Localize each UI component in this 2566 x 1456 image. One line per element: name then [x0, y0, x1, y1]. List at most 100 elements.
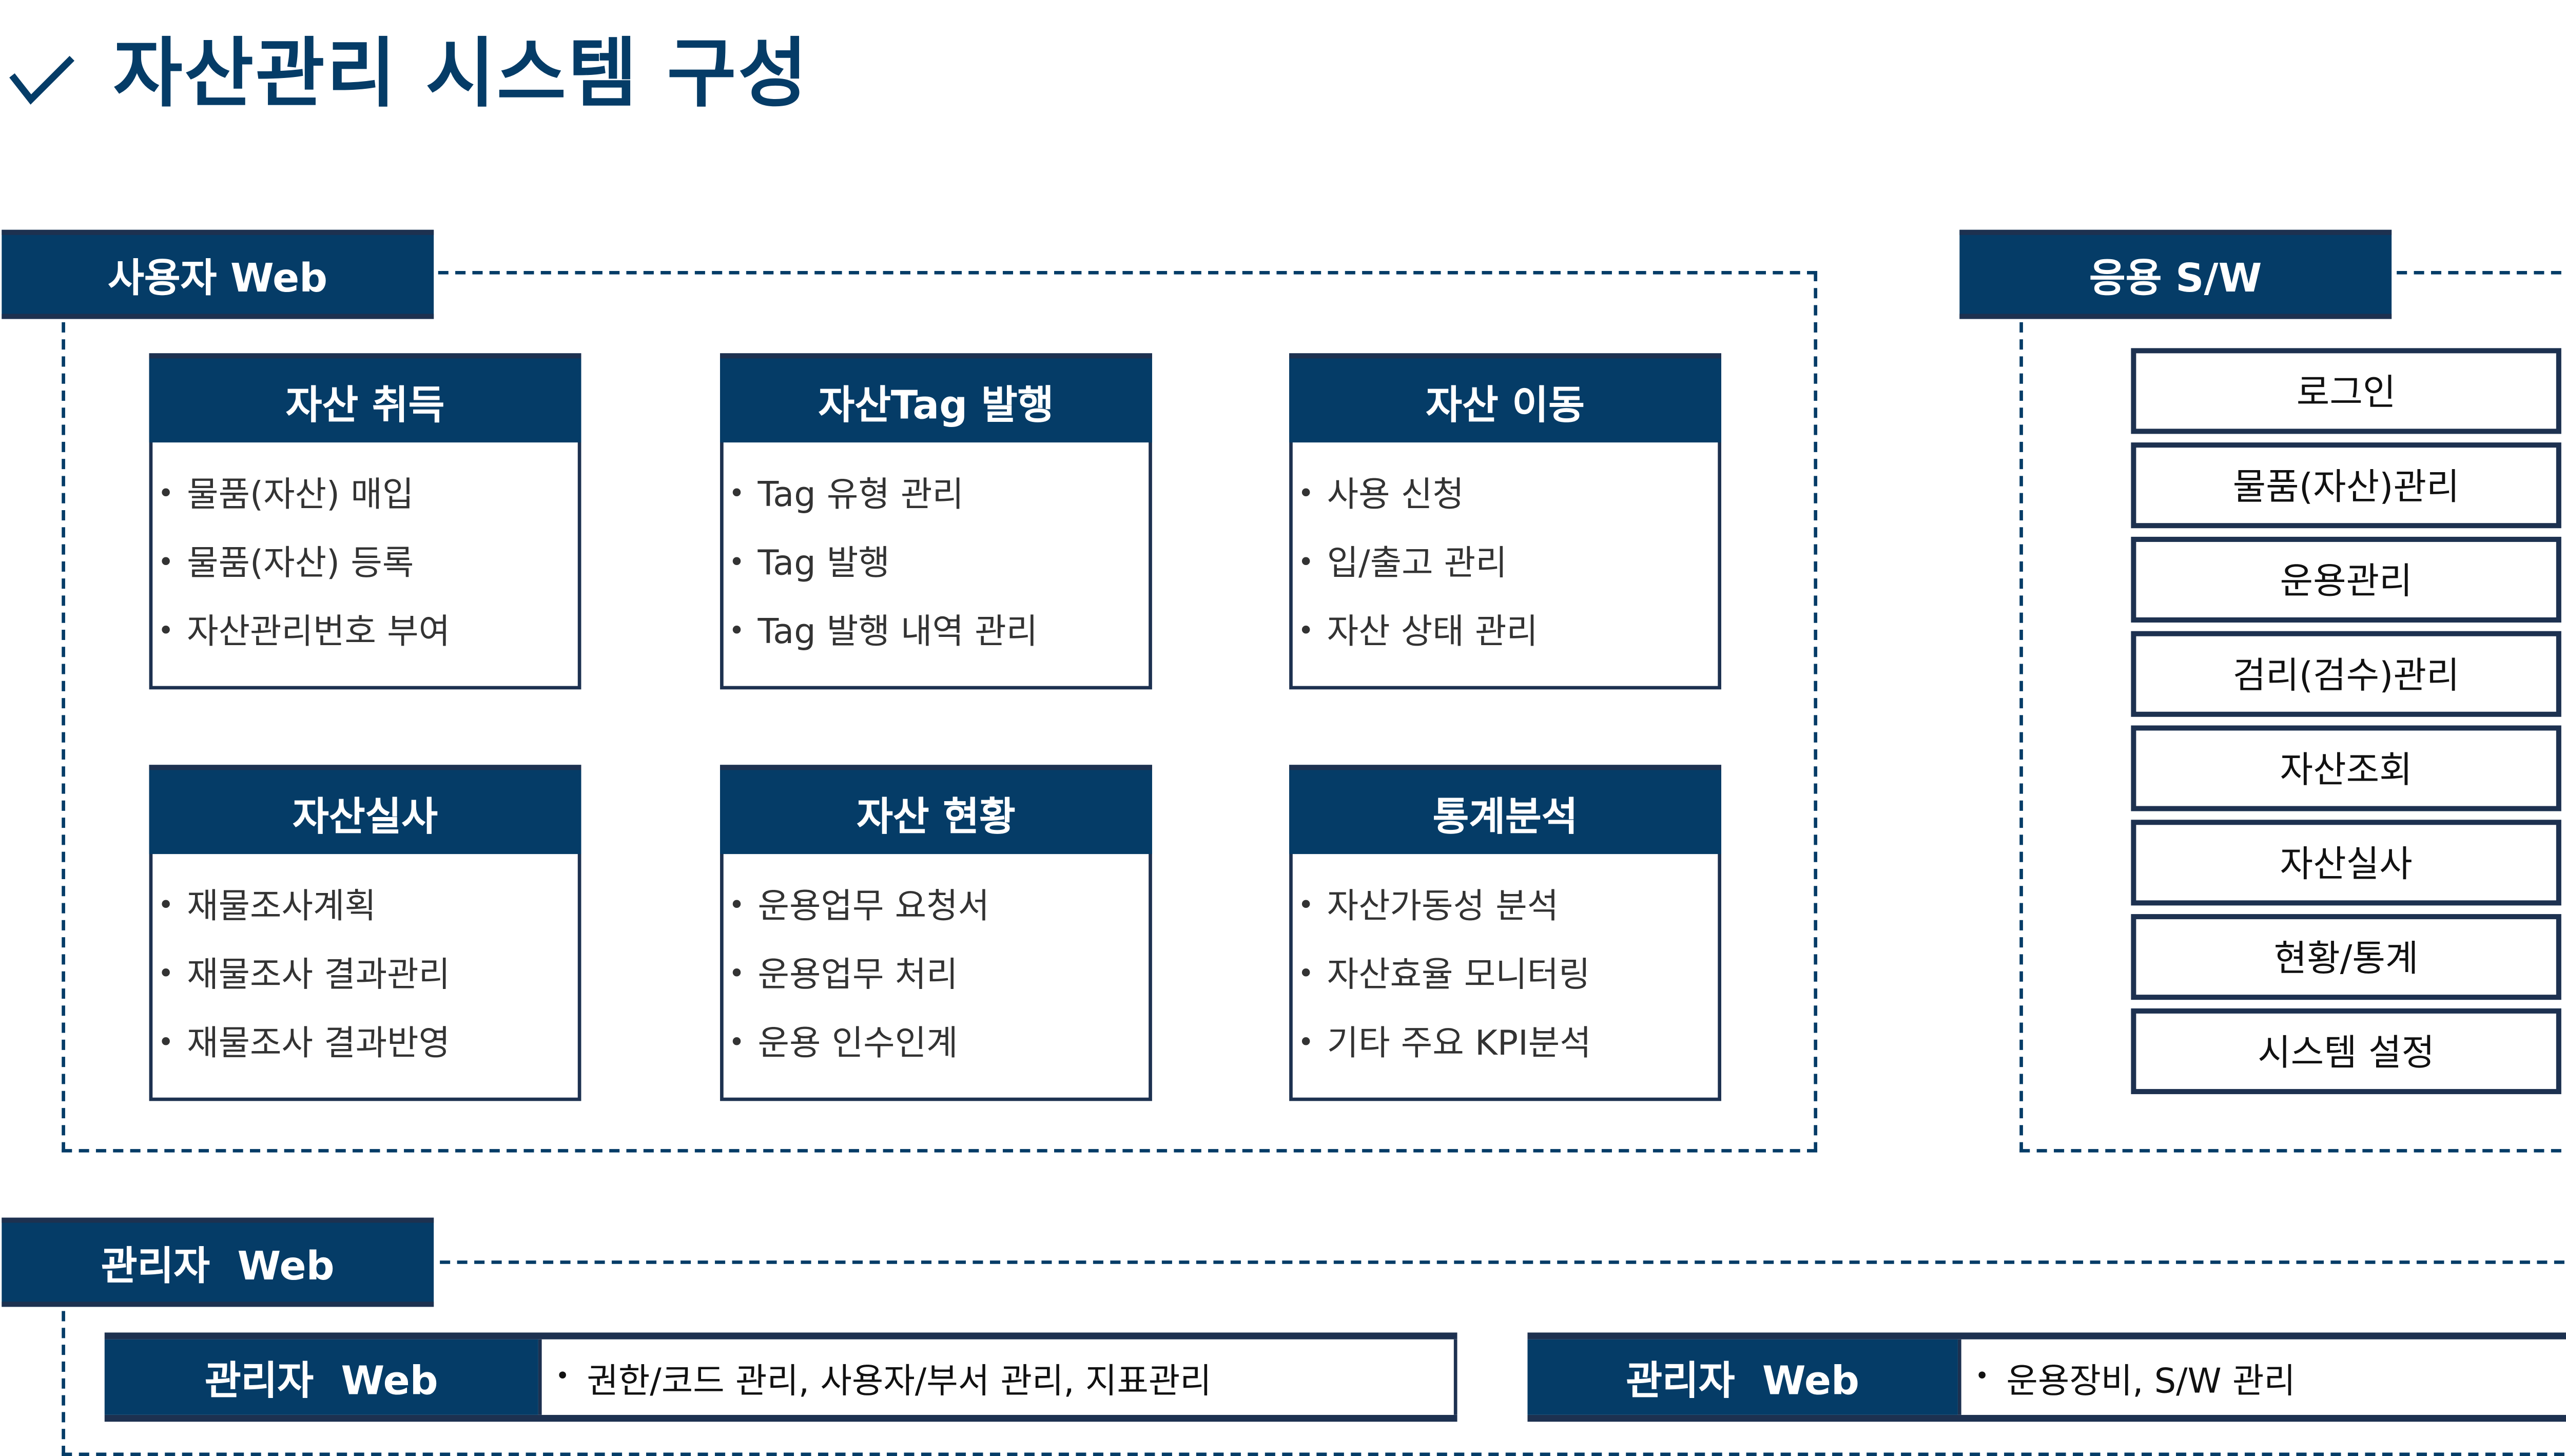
bullet-icon: • — [158, 888, 174, 921]
sw-menu-asset-inquiry[interactable]: 자산조회 — [2131, 725, 2561, 811]
list-item: • 물품(자산) 등록 — [152, 528, 577, 597]
checkmark-icon — [9, 55, 75, 105]
bullet-icon: • — [158, 545, 174, 578]
list-item: • 재물조사계획 — [152, 871, 577, 940]
module-card-title: 자산실사 — [149, 765, 581, 855]
sw-menu-inspection-management[interactable]: 검리(검수)관리 — [2131, 631, 2561, 717]
bullet-icon: • — [1297, 957, 1314, 990]
list-item: • 기타 주요 KPI분석 — [1293, 1008, 1718, 1077]
bullet-icon: • — [728, 957, 745, 990]
bullet-icon: • — [728, 888, 745, 921]
sw-menu-label: 검리(검수)관리 — [2232, 655, 2460, 696]
module-card-title: 자산 이동 — [1289, 353, 1721, 443]
list-item: • 운용업무 요청서 — [724, 871, 1149, 940]
sw-menu-login[interactable]: 로그인 — [2131, 348, 2561, 434]
admin-row-label: 관리자 Web — [104, 1339, 538, 1415]
module-card-items: • 물품(자산) 매입 • 물품(자산) 등록 • 자산관리번호 부여 — [152, 460, 577, 666]
list-item: • 재물조사 결과관리 — [152, 940, 577, 1008]
module-card-statistics[interactable]: 통계분석 •자산가동성 분석 • 자산효율 모니터링 • 기타 주요 KPI분석 — [1289, 765, 1721, 1101]
module-card-asset-acquisition[interactable]: 자산 취득 • 물품(자산) 매입 • 물품(자산) 등록 • 자산관리번호 부여 — [149, 353, 581, 690]
bullet-icon: • — [728, 614, 745, 647]
sw-menu-asset-management[interactable]: 물품(자산)관리 — [2131, 442, 2561, 529]
bullet-icon: • — [158, 476, 174, 510]
admin-row-permissions[interactable]: 관리자 Web • 권한/코드 관리, 사용자/부서 관리, 지표관리 — [104, 1332, 1457, 1422]
list-item: • 재물조사 결과반영 — [152, 1008, 577, 1077]
module-card-items: • 재물조사계획 • 재물조사 결과관리 • 재물조사 결과반영 — [152, 871, 577, 1077]
bullet-icon: • — [1297, 888, 1314, 921]
admin-row-description: • 권한/코드 관리, 사용자/부서 관리, 지표관리 — [538, 1339, 1457, 1415]
admin-web-section-label: 관리자 Web — [2, 1217, 434, 1307]
module-card-items: •자산가동성 분석 • 자산효율 모니터링 • 기타 주요 KPI분석 — [1293, 871, 1718, 1077]
bullet-icon: • — [1975, 1363, 1989, 1391]
module-card-asset-status[interactable]: 자산 현황 •운용업무 요청서 •운용업무 처리 •운용 인수인계 — [720, 765, 1152, 1101]
admin-row-equipment[interactable]: 관리자 Web • 운용장비, S/W 관리 — [1527, 1332, 2566, 1422]
admin-row-description-text: 권한/코드 관리, 사용자/부서 관리, 지표관리 — [587, 1359, 1212, 1401]
sw-menu-status-statistics[interactable]: 현황/통계 — [2131, 914, 2561, 1000]
module-card-title: 자산Tag 발행 — [720, 353, 1152, 443]
list-item-text: Tag 발행 내역 관리 — [757, 610, 1038, 652]
module-card-asset-transfer[interactable]: 자산 이동 •사용 신청 •입/출고 관리 • 자산 상태 관리 — [1289, 353, 1721, 690]
list-item-text: Tag 유형 관리 — [757, 473, 964, 515]
admin-row-description-text: 운용장비, S/W 관리 — [2006, 1359, 2296, 1401]
list-item: •사용 신청 — [1293, 460, 1718, 529]
list-item: • 운용업무 처리 — [724, 940, 1149, 1008]
sw-menu-label: 시스템 설정 — [2258, 1032, 2435, 1074]
list-item-text: Tag 발행 — [757, 541, 890, 584]
bullet-icon: • — [728, 545, 745, 578]
page-title: 자산관리 시스템 구성 — [113, 31, 809, 119]
list-item-text: 사용 신청 — [1327, 473, 1464, 515]
module-card-items: •사용 신청 •입/출고 관리 • 자산 상태 관리 — [1293, 460, 1718, 666]
module-card-asset-audit[interactable]: 자산실사 • 재물조사계획 • 재물조사 결과관리 • 재물조사 결과반영 — [149, 765, 581, 1101]
list-item: • 자산 상태 관리 — [1293, 597, 1718, 666]
list-item-text: 자산효율 모니터링 — [1327, 953, 1590, 995]
list-item-text: 운용업무 처리 — [757, 953, 958, 995]
list-item: •자산가동성 분석 — [1293, 871, 1718, 940]
sw-menu-asset-audit[interactable]: 자산실사 — [2131, 820, 2561, 906]
list-item-text: 운용업무 요청서 — [757, 885, 990, 926]
sw-menu-label: 자산실사 — [2280, 844, 2413, 885]
sw-menu-label: 운용관리 — [2280, 560, 2413, 602]
module-card-title: 통계분석 — [1289, 765, 1721, 855]
list-item-text: 재물조사 결과관리 — [187, 953, 451, 995]
sw-menu-operation-management[interactable]: 운용관리 — [2131, 536, 2561, 623]
list-item: • 자산관리번호 부여 — [152, 597, 577, 666]
admin-row-description: • 운용장비, S/W 관리 — [1957, 1339, 2566, 1415]
sw-menu-label: 로그인 — [2296, 372, 2396, 414]
bullet-icon: • — [158, 614, 174, 647]
user-web-section-label-text: 사용자 Web — [108, 257, 328, 302]
list-item: •입/출고 관리 — [1293, 528, 1718, 597]
bullet-icon: • — [728, 1025, 745, 1058]
user-web-section-border — [62, 270, 1818, 1153]
sw-menu-label: 물품(자산)관리 — [2232, 466, 2460, 508]
list-item-text: 재물조사 결과반영 — [187, 1022, 451, 1063]
module-card-title: 자산 취득 — [149, 353, 581, 443]
list-item-text: 물품(자산) 등록 — [187, 541, 414, 584]
admin-web-section-border — [62, 1260, 2566, 1456]
app-sw-section-label-text: 응용 S/W — [2089, 257, 2262, 302]
bullet-icon: • — [158, 1025, 174, 1058]
list-item-text: 물품(자산) 매입 — [187, 473, 414, 515]
list-item-text: 기타 주요 KPI분석 — [1327, 1022, 1591, 1063]
user-web-section-label: 사용자 Web — [2, 229, 434, 319]
list-item: • 물품(자산) 매입 — [152, 460, 577, 529]
list-item: • Tag 발행 내역 관리 — [724, 597, 1149, 666]
bullet-icon: • — [555, 1363, 570, 1391]
bullet-icon: • — [728, 476, 745, 510]
sw-menu-system-settings[interactable]: 시스템 설정 — [2131, 1008, 2561, 1094]
list-item-text: 재물조사계획 — [187, 885, 376, 926]
bullet-icon: • — [1297, 614, 1314, 647]
sw-menu-label: 현황/통계 — [2273, 938, 2419, 980]
list-item: • Tag 발행 — [724, 528, 1149, 597]
bullet-icon: • — [158, 957, 174, 990]
admin-row-label: 관리자 Web — [1527, 1339, 1958, 1415]
list-item: • Tag 유형 관리 — [724, 460, 1149, 529]
module-card-items: • 운용업무 요청서 • 운용업무 처리 •운용 인수인계 — [724, 871, 1149, 1077]
module-card-asset-tag[interactable]: 자산Tag 발행 • Tag 유형 관리 • Tag 발행 • Tag 발행 내역 관… — [720, 353, 1152, 690]
list-item: •운용 인수인계 — [724, 1008, 1149, 1077]
admin-web-section-label-text: 관리자 Web — [101, 1245, 335, 1290]
bullet-icon: • — [1297, 1025, 1314, 1058]
list-item-text: 자산관리번호 부여 — [187, 610, 451, 652]
list-item-text: 자산 상태 관리 — [1327, 610, 1538, 652]
module-card-items: • Tag 유형 관리 • Tag 발행 • Tag 발행 내역 관리 — [724, 460, 1149, 666]
